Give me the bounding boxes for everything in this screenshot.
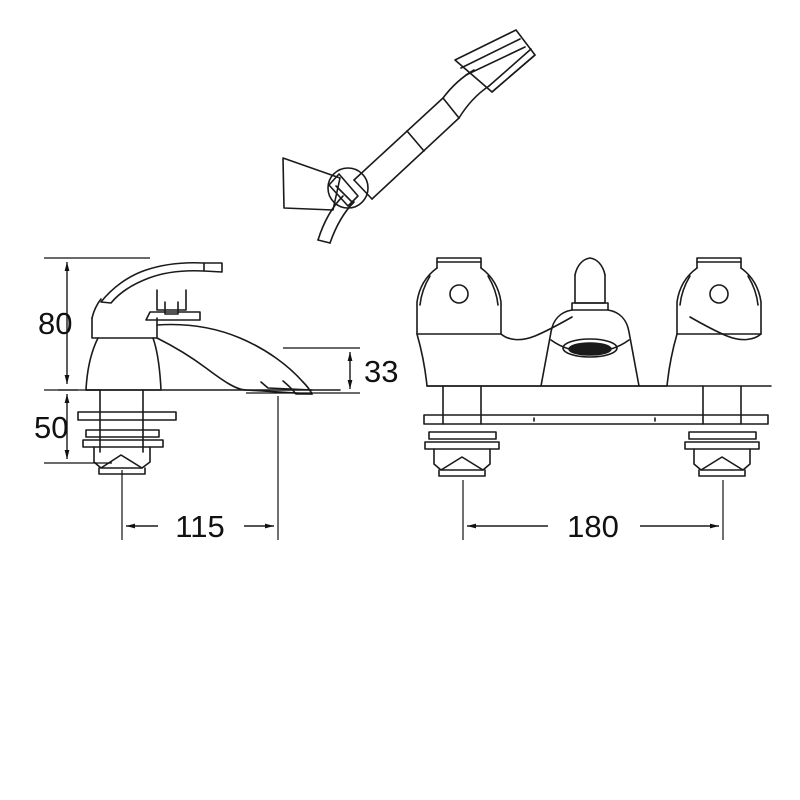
dimension-label-80: 80 — [38, 306, 72, 341]
mounting-shank-side — [77, 389, 177, 475]
front-spout-outlet — [562, 338, 618, 358]
front-right-backnut — [684, 431, 760, 477]
front-left-handle — [416, 257, 502, 335]
tap-dome-base — [85, 337, 162, 391]
dimension-labels-front: 115 180 — [175, 509, 619, 544]
front-right-handle — [676, 257, 762, 335]
hose-connector-icon — [328, 173, 359, 207]
front-mounting-bar — [423, 414, 769, 425]
dimension-80 — [44, 257, 150, 391]
label-line-breaks — [158, 508, 640, 544]
lever-handle — [100, 261, 223, 321]
tap-spout — [156, 323, 313, 395]
wall-bracket-icon — [282, 157, 341, 211]
handset-handle-icon — [353, 97, 460, 200]
hose-stub-icon — [317, 195, 355, 244]
front-elevation-view — [416, 257, 772, 477]
front-left-shank — [442, 385, 482, 425]
dimension-label-115-text: 115 — [175, 509, 224, 544]
front-body-shoulders — [416, 316, 772, 387]
spray-head-icon — [454, 29, 536, 93]
diverter-knob — [571, 257, 609, 311]
side-elevation-view — [77, 261, 341, 475]
dimension-50 — [44, 394, 112, 464]
front-left-backnut — [424, 431, 500, 477]
shower-handset-illustration — [282, 29, 536, 244]
dimension-label-180-text: 180 — [567, 509, 619, 544]
dimension-label-33: 33 — [364, 354, 398, 389]
dimension-label-50: 50 — [34, 410, 68, 445]
dimension-33 — [246, 347, 360, 394]
front-right-shank — [702, 385, 742, 425]
handset-neck-icon — [442, 69, 490, 119]
tap-body-side — [91, 298, 158, 339]
